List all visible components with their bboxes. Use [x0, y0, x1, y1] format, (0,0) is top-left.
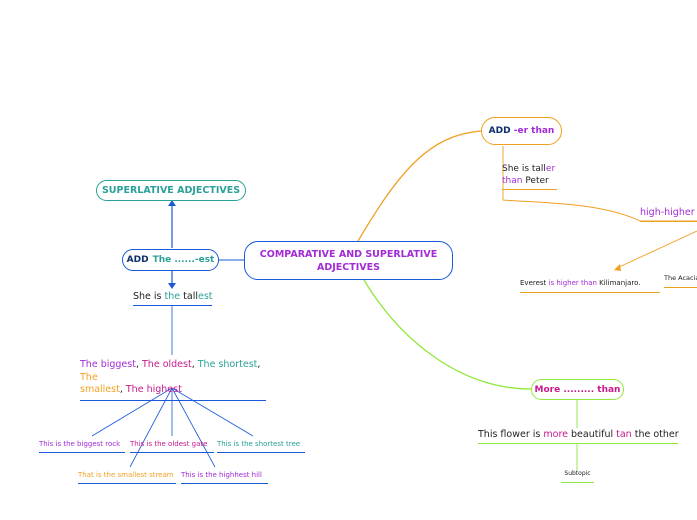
leaf-shortest-tree[interactable]: This is the shortest tree	[217, 440, 305, 453]
more-than-node[interactable]: More ......... than	[531, 379, 624, 400]
comp-sentence-er: er	[545, 164, 556, 174]
connector-central-to-more-than	[363, 279, 532, 390]
add-est-label: ADD	[126, 255, 149, 265]
arrow-down-sentence	[168, 283, 176, 289]
central-topic-line1: COMPARATIVE AND SUPERLATIVE	[259, 248, 438, 260]
sentence-part-the: the	[164, 291, 181, 302]
superlative-title-node[interactable]: SUPERLATIVE ADJECTIVES	[96, 180, 246, 201]
everest-part-comparison: is higher than	[548, 279, 597, 287]
more-label: More	[534, 384, 561, 395]
everest-part-object: Kilimanjaro.	[596, 279, 641, 287]
leaf-highhest-hill[interactable]: This is the highhest hill	[181, 471, 268, 484]
central-topic-node[interactable]: COMPARATIVE AND SUPERLATIVE ADJECTIVES	[244, 241, 453, 280]
connector-examples-to-hill	[171, 387, 216, 468]
comp-sentence-than: than	[502, 176, 523, 186]
leaf-biggest-rock[interactable]: This is the biggest rock	[39, 440, 125, 453]
more-dots: .........	[560, 384, 598, 395]
example-shortest: The shortest	[197, 359, 258, 370]
connector-high-to-everest	[616, 230, 697, 269]
flower-part-3: beautiful	[568, 429, 617, 440]
example-oldest: The oldest	[142, 359, 192, 370]
superlative-title-text: SUPERLATIVE ADJECTIVES	[101, 185, 241, 196]
example-smallest: smallest	[80, 384, 120, 395]
example-highest: The highest	[125, 384, 182, 395]
subtopic-text: Subtopic	[564, 470, 591, 477]
add-est-node[interactable]: ADD The ......-est	[122, 249, 219, 271]
connector-sentence-to-high	[502, 190, 697, 222]
sentence-part-tall: tall	[180, 291, 198, 302]
subtopic-node[interactable]: Subtopic	[561, 470, 594, 483]
example-sep-4: ,	[119, 384, 126, 395]
example-biggest: The biggest	[80, 359, 136, 370]
acacia-node[interactable]: The Acacia	[664, 274, 697, 288]
add-er-than-node[interactable]: ADD -er than	[481, 117, 562, 145]
central-topic-line2: ADJECTIVES	[317, 261, 380, 273]
connector-examples-to-tree	[171, 387, 254, 437]
sentence-part-est: est	[197, 291, 213, 302]
add-est-rule: The ......-est	[152, 255, 215, 265]
example-sep-3: ,	[257, 359, 261, 370]
example-smallest-the: The	[80, 371, 98, 383]
connector-examples-to-rock	[91, 387, 173, 437]
sentence-part-she-is: She is	[133, 291, 165, 302]
example-sep-2: ,	[191, 359, 198, 370]
arrow-up-title	[168, 200, 176, 206]
flower-part-5: the other	[631, 429, 679, 440]
arrow-everest	[614, 264, 621, 271]
connector-examples-to-stream	[129, 387, 173, 468]
flower-sentence[interactable]: This flower is more beautiful tan the ot…	[478, 429, 679, 444]
comp-sentence-she-is-tall: She is tall	[502, 164, 546, 174]
everest-part-subject: Everest	[520, 279, 549, 287]
comp-sentence-peter: Peter	[522, 176, 549, 186]
everest-sentence[interactable]: Everest is higher than Kilimanjaro.	[520, 279, 660, 293]
high-higher-node[interactable]: high-higher	[640, 207, 697, 222]
connector-central-to-er-than	[357, 130, 482, 242]
flower-part-1: This flower is	[478, 429, 544, 440]
than-label: than	[597, 384, 621, 395]
leaf-oldest-gate[interactable]: This is the oldest gate	[130, 440, 214, 453]
add-er-rule: -er than	[510, 126, 555, 136]
comparative-sentence[interactable]: She is taller than Peter	[502, 163, 557, 190]
high-higher-text: high-higher	[640, 207, 695, 218]
acacia-text: The Acacia	[664, 274, 697, 282]
flower-part-more: more	[543, 429, 568, 440]
example-sep-1: ,	[135, 359, 142, 370]
superlative-sentence[interactable]: She is the tallest	[133, 291, 213, 306]
superlative-examples[interactable]: The biggest, The oldest, The shortest, T…	[80, 359, 266, 401]
add-er-label: ADD	[488, 126, 511, 136]
leaf-smallest-stream[interactable]: That is the smallest stream	[78, 471, 176, 484]
flower-part-tan: tan	[616, 429, 632, 440]
